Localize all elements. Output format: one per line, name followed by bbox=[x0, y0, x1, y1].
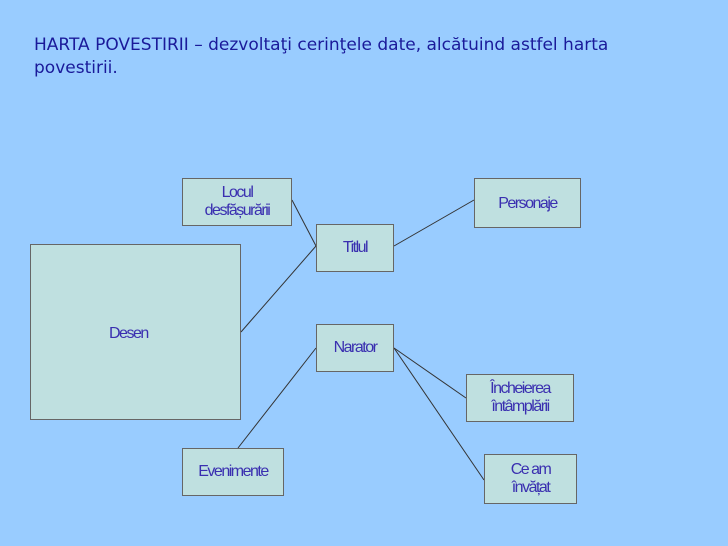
node-titlul-label: Titlul bbox=[342, 239, 369, 256]
connector-narator-ceam bbox=[393, 347, 485, 481]
connector-narator-incheierea bbox=[393, 347, 467, 399]
node-locul: Locul desfășurării bbox=[182, 178, 292, 226]
node-ceam-line2: învățat bbox=[511, 479, 551, 496]
node-titlul: Titlul bbox=[316, 224, 394, 272]
node-incheierea-line1: Încheierea bbox=[490, 380, 551, 397]
node-locul-line1: Locul bbox=[221, 184, 254, 201]
connector-narator-evenimente bbox=[237, 347, 317, 449]
node-narator: Narator bbox=[316, 324, 394, 372]
node-ceam-line1: Ce am bbox=[510, 461, 552, 478]
node-locul-line2: desfășurării bbox=[204, 202, 271, 219]
node-personaje: Personaje bbox=[474, 178, 581, 228]
node-desen: Desen bbox=[30, 244, 241, 420]
node-personaje-label: Personaje bbox=[498, 195, 558, 212]
node-ceam: Ce am învățat bbox=[484, 454, 577, 504]
node-evenimente-label: Evenimente bbox=[198, 463, 269, 480]
page-title: HARTA POVESTIRII – dezvoltaţi cerinţele … bbox=[34, 35, 609, 78]
node-evenimente: Evenimente bbox=[182, 448, 284, 496]
connector-titlul-personaje bbox=[393, 199, 475, 247]
connector-locul-titlul bbox=[291, 199, 317, 247]
connector-desen-titlul bbox=[240, 245, 317, 333]
node-narator-label: Narator bbox=[333, 339, 378, 356]
node-incheierea: Încheierea întâmplării bbox=[466, 374, 574, 422]
node-desen-label: Desen bbox=[109, 325, 149, 342]
node-incheierea-line2: întâmplării bbox=[491, 398, 550, 415]
